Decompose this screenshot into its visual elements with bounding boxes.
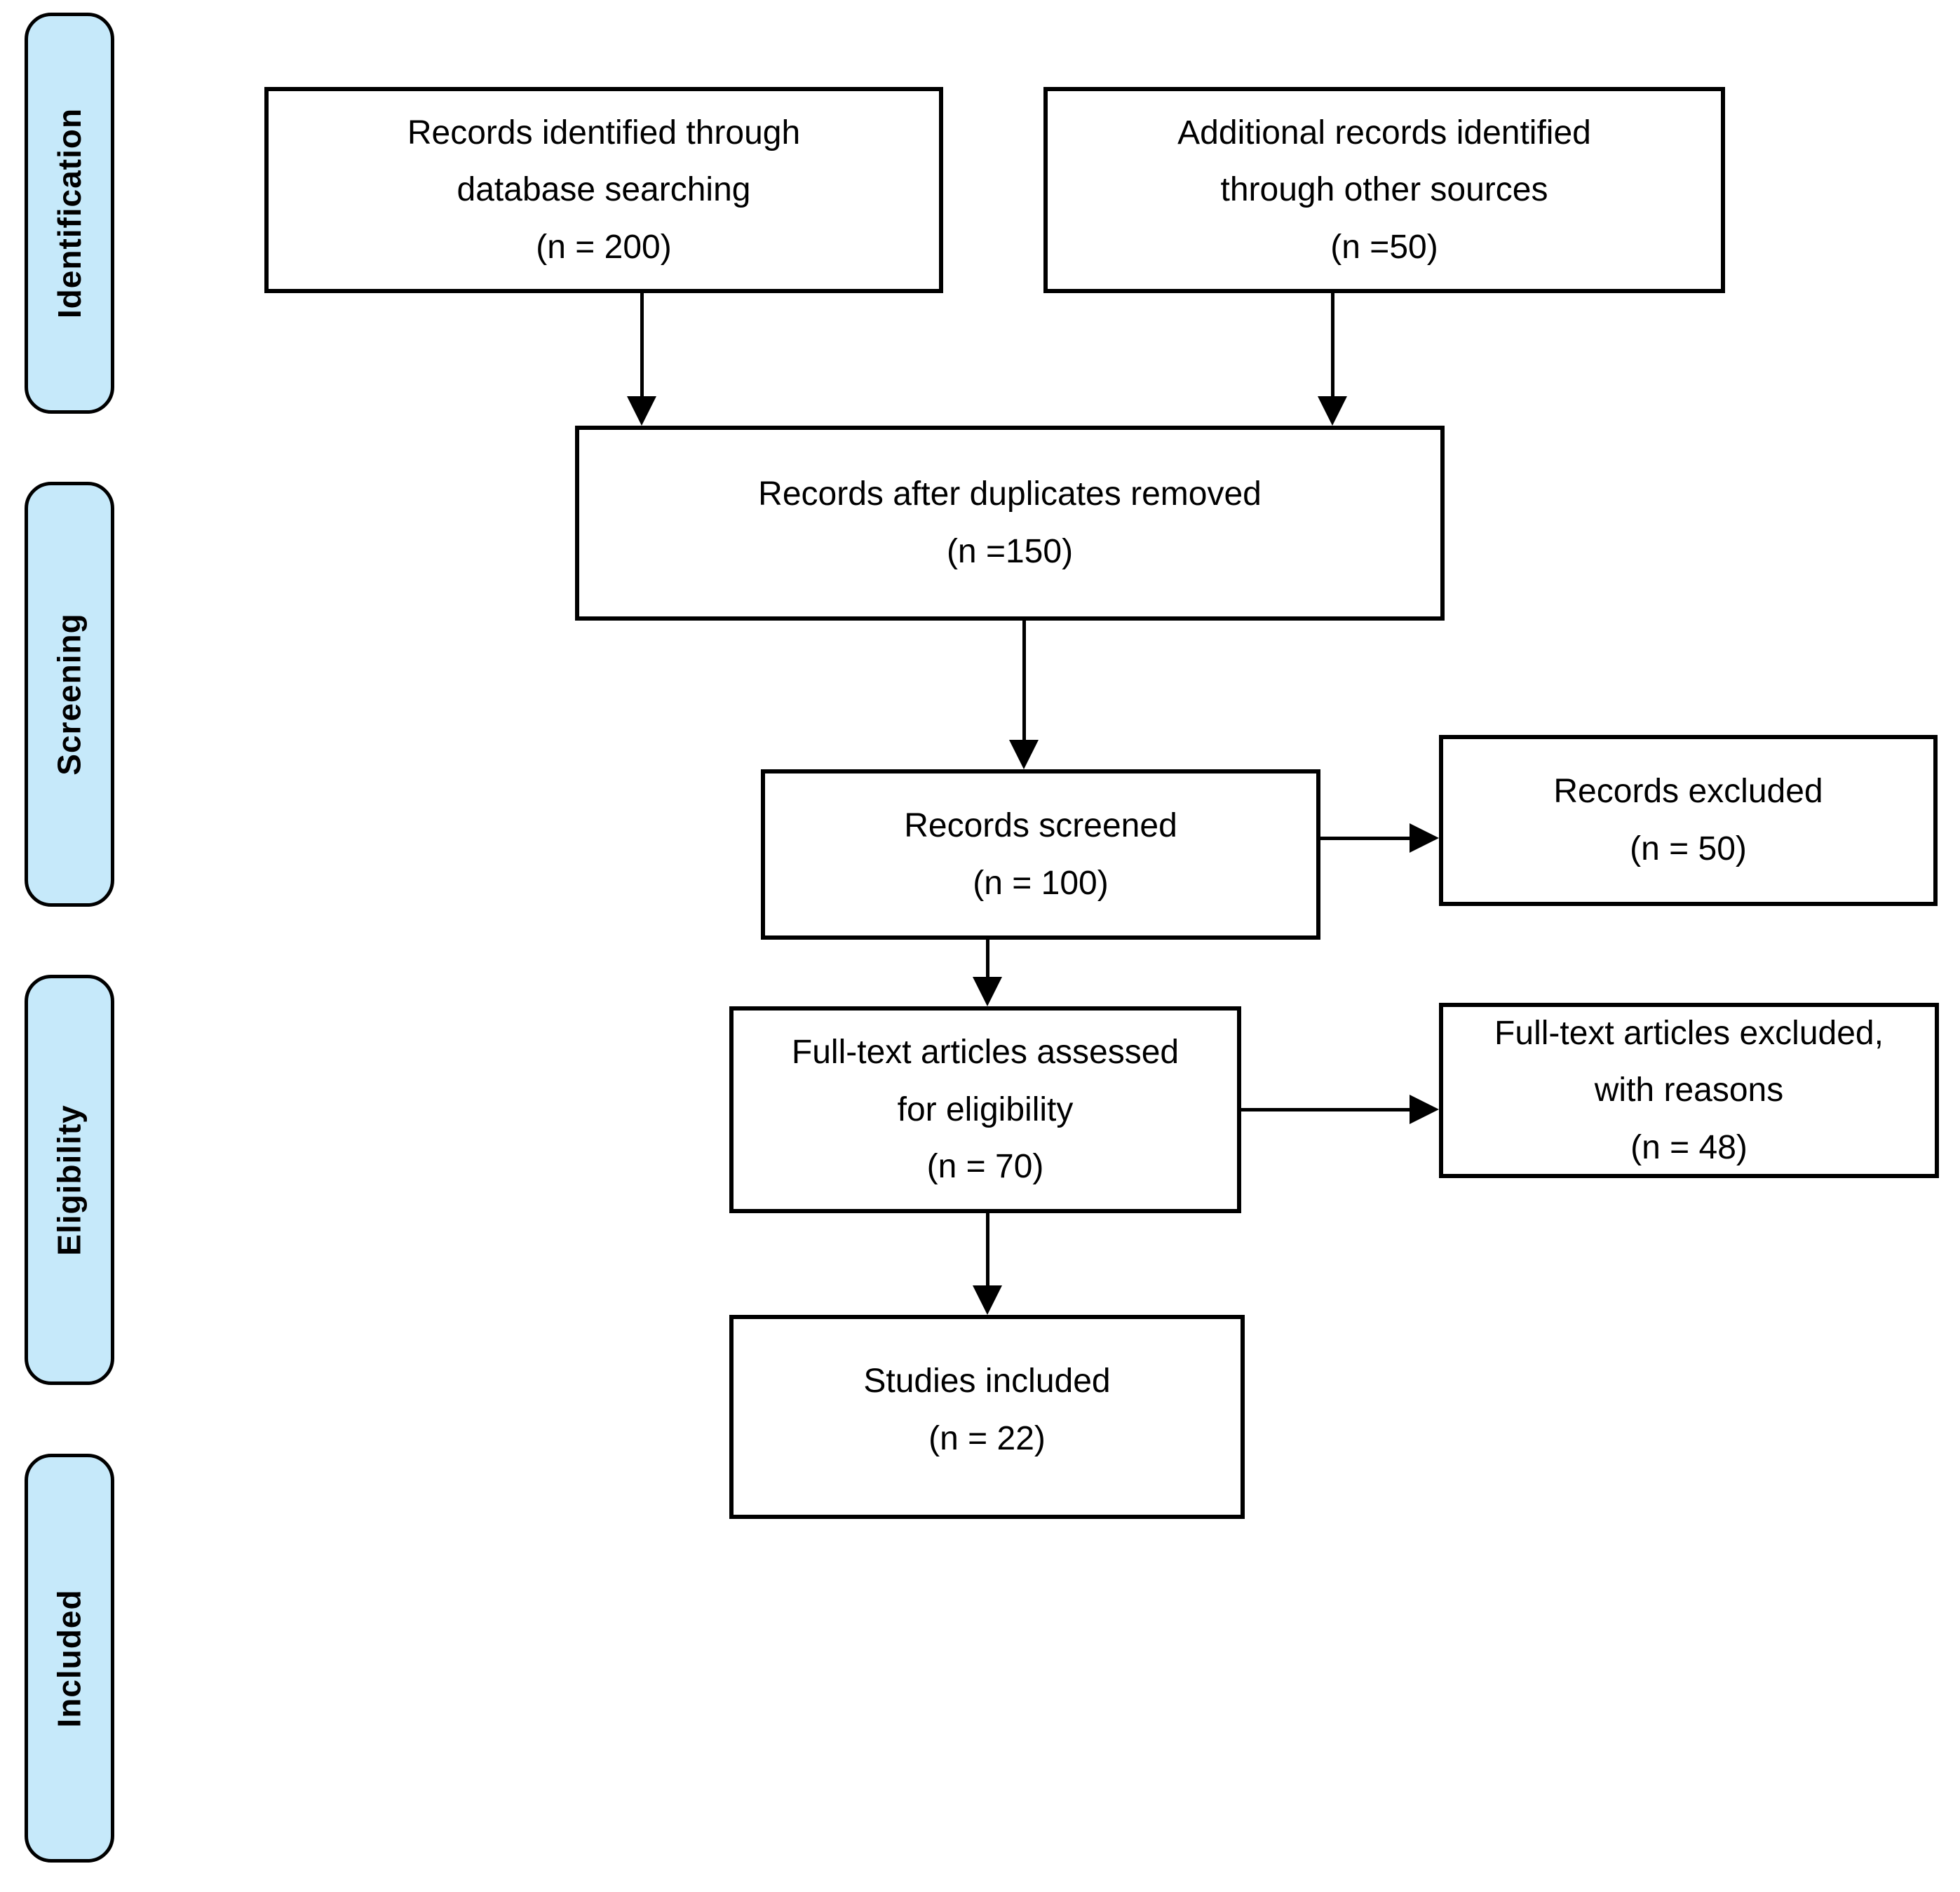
box-text-line: Records screened [904,806,1177,844]
arrow-fulltext-to-studies-line [986,1213,989,1289]
box-text-line: Full-text articles assessed [791,1034,1180,1072]
arrow-screened-to-fulltext-head [973,977,1002,1006]
box-text-line: (n =50) [1330,228,1438,266]
arrow-screened-to-excluded-line [1320,837,1413,840]
stage-label-included: Included [51,1588,88,1728]
box-text-line: with reasons [1594,1072,1784,1109]
stage-label-identification: Identification [51,107,88,319]
arrow-identified-to-duplicates-head [627,396,656,426]
arrow-fulltext-to-studies-head [973,1285,1002,1315]
box-additional-records: Additional records identified through ot… [1043,87,1725,293]
box-text-line: Records excluded [1553,773,1823,811]
arrow-fulltext-to-ftexcluded-head [1410,1095,1439,1124]
box-text-line: (n = 100) [973,864,1109,902]
box-duplicates-removed: Records after duplicates removed (n =150… [575,426,1445,621]
box-studies-included: Studies included (n = 22) [729,1315,1245,1519]
arrow-additional-to-duplicates-line [1331,293,1334,400]
stage-identification: Identification [25,13,114,414]
box-text-line: (n =150) [946,533,1074,570]
stage-eligibility: Eligibility [25,975,114,1385]
box-text-line: Records after duplicates removed [758,475,1262,513]
box-text-line: Full-text articles excluded, [1494,1014,1884,1052]
arrow-fulltext-to-ftexcluded-line [1241,1108,1413,1111]
arrow-screened-to-excluded-head [1410,823,1439,853]
box-records-screened: Records screened (n = 100) [761,769,1320,940]
box-text-line: Additional records identified [1177,114,1591,151]
box-records-excluded: Records excluded (n = 50) [1439,735,1938,906]
box-text-line: (n = 22) [928,1419,1046,1457]
arrow-screened-to-fulltext-line [986,940,989,980]
arrow-identified-to-duplicates-line [640,293,644,400]
box-text-line: (n = 48) [1630,1128,1748,1166]
box-text-line: (n = 200) [536,228,672,266]
box-text-line: for eligibility [897,1090,1074,1128]
box-text-line: Studies included [863,1363,1111,1400]
box-fulltext-assessed: Full-text articles assessed for eligibil… [729,1006,1241,1213]
box-text-line: Records identified through [407,114,801,151]
arrow-duplicates-to-screened-head [1009,740,1039,769]
box-text-line: (n = 70) [926,1148,1044,1186]
arrow-additional-to-duplicates-head [1318,396,1347,426]
box-records-identified: Records identified through database sear… [264,87,943,293]
box-fulltext-excluded: Full-text articles excluded, with reason… [1439,1003,1939,1178]
box-text-line: through other sources [1220,171,1548,209]
stage-included: Included [25,1454,114,1863]
box-text-line: database searching [457,171,751,209]
stage-label-screening: Screening [51,613,88,776]
box-text-line: (n = 50) [1630,830,1747,867]
stage-screening: Screening [25,482,114,907]
arrow-duplicates-to-screened-line [1022,621,1026,743]
stage-label-eligibility: Eligibility [51,1104,88,1256]
